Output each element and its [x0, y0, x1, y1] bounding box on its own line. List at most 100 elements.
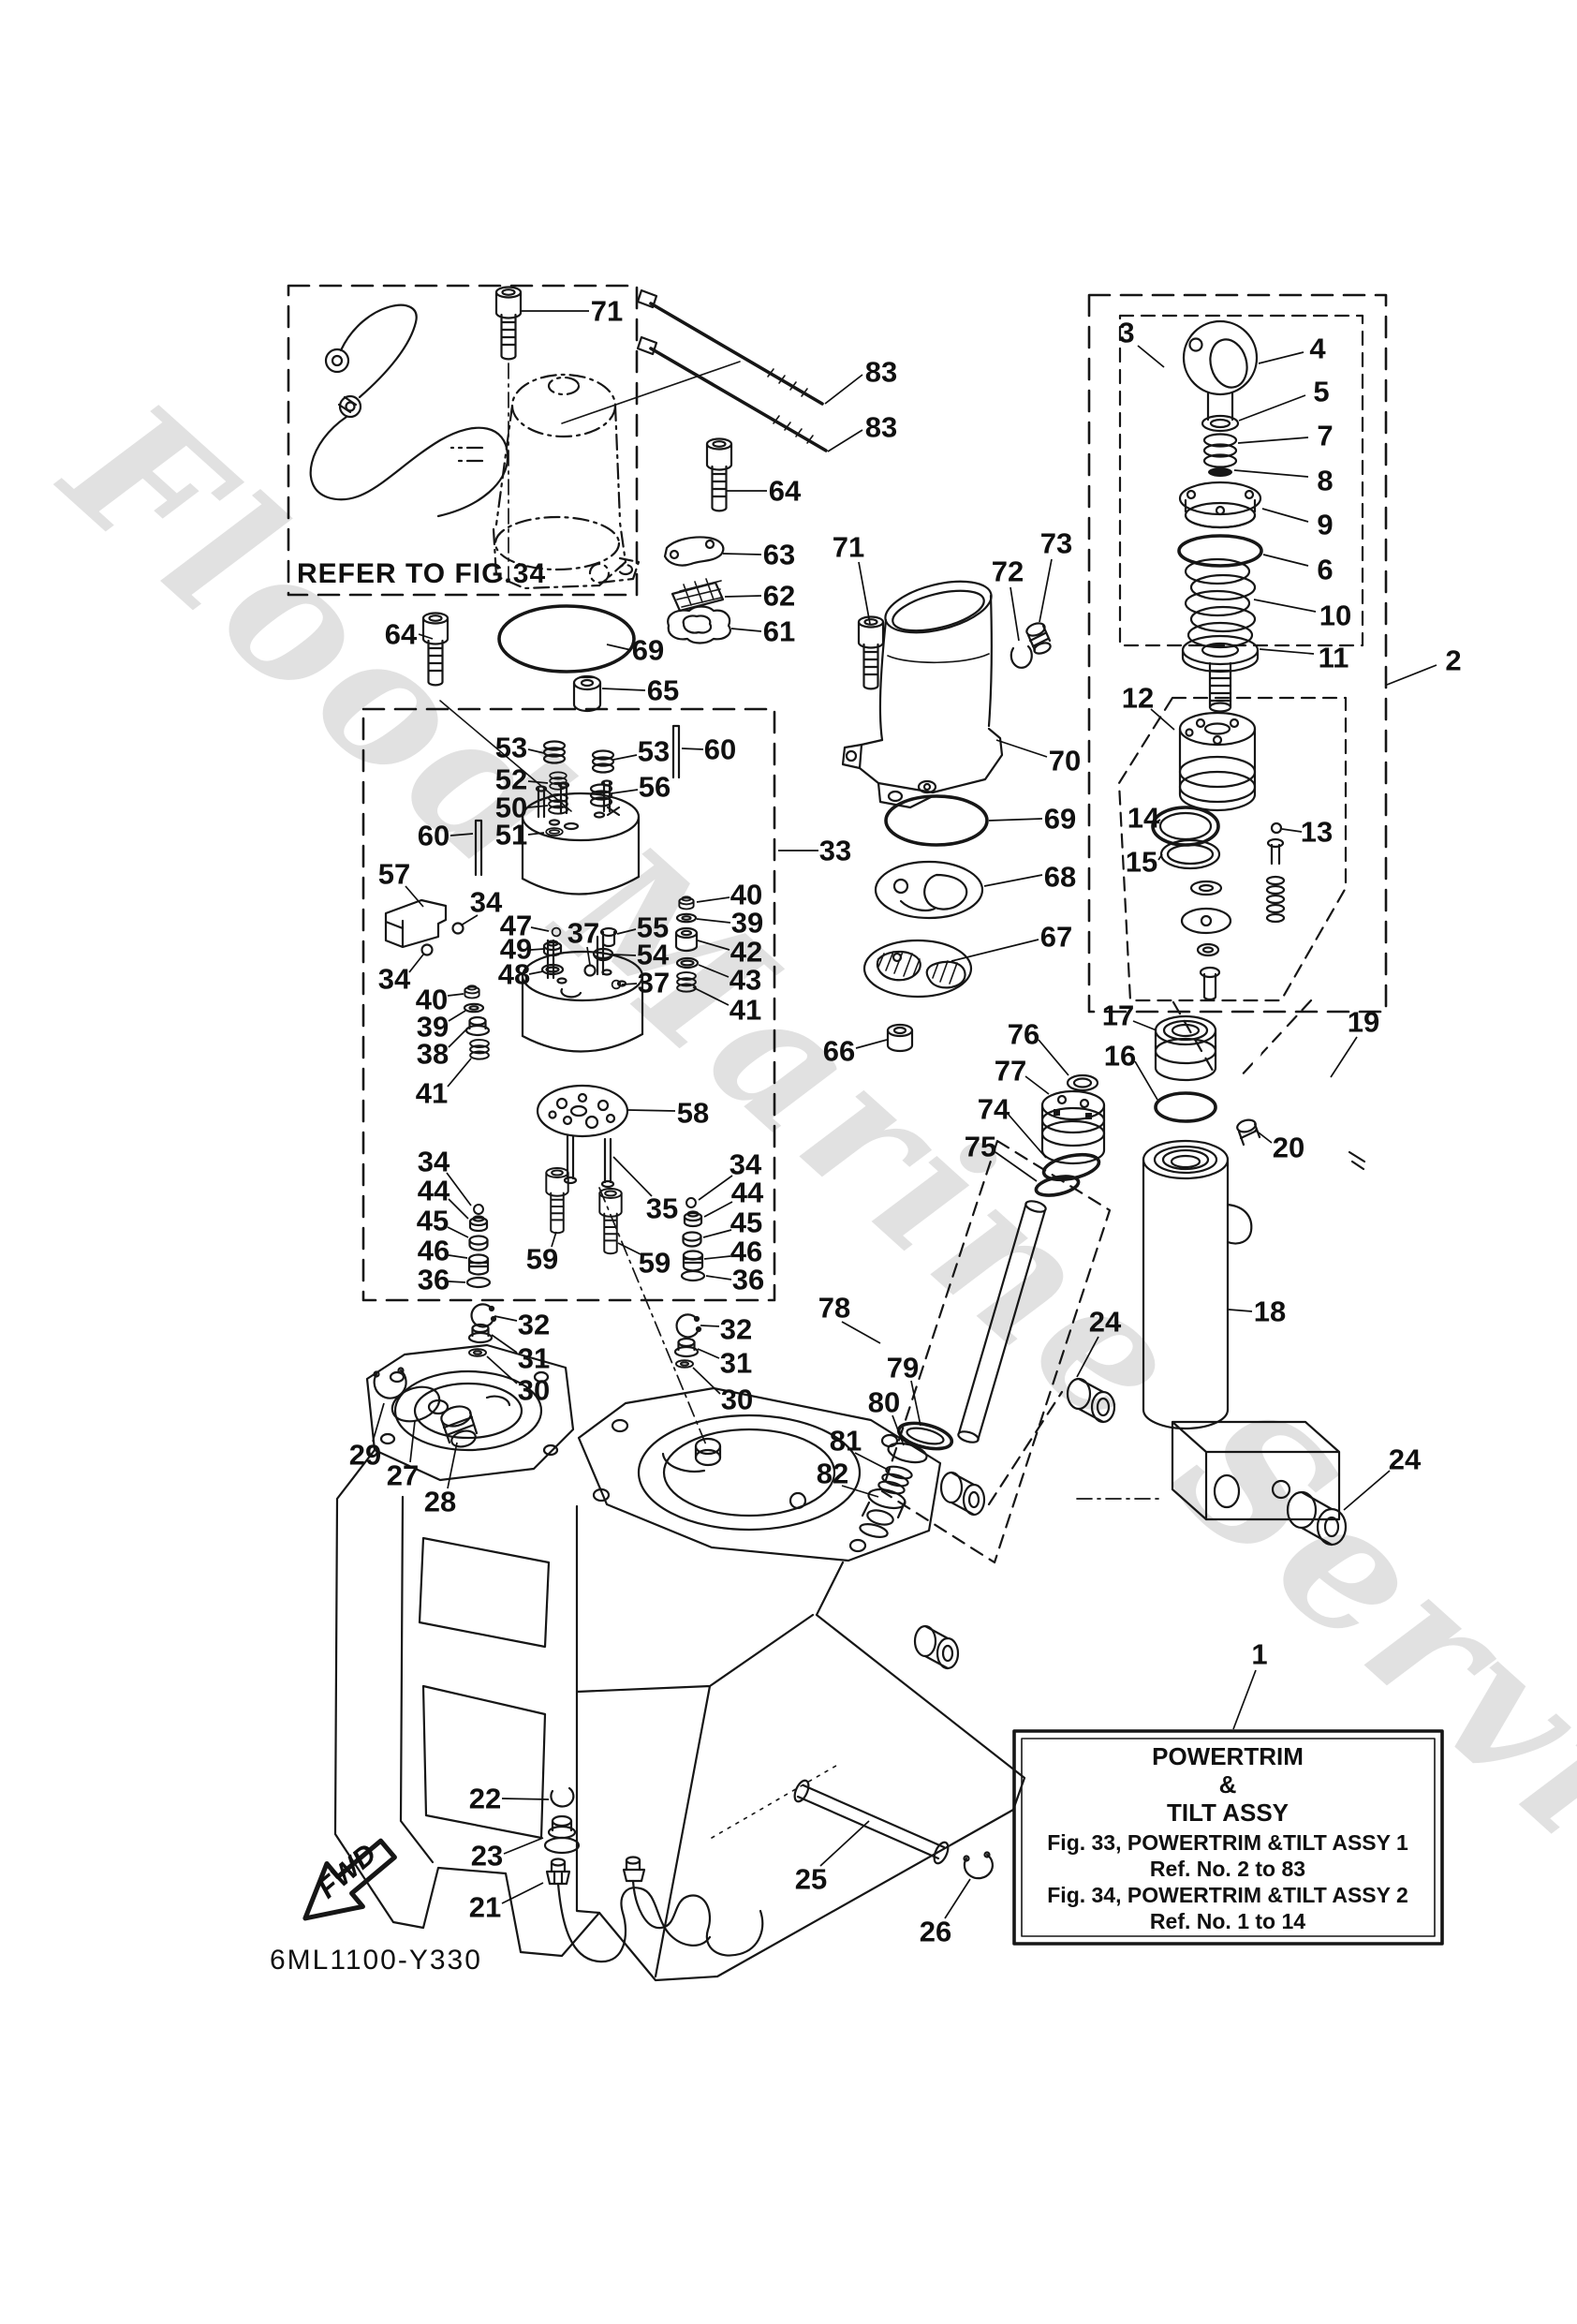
callout-15: 15	[1126, 846, 1157, 879]
callout-20: 20	[1273, 1132, 1304, 1164]
callout-leader-18	[1228, 1309, 1253, 1312]
callout-leader-67	[951, 939, 1039, 962]
callout-79: 79	[887, 1352, 919, 1384]
callout-8: 8	[1317, 465, 1333, 497]
oil-pipe-19	[1236, 1025, 1371, 1171]
callout-22: 22	[469, 1783, 501, 1815]
callout-leader-40	[696, 896, 730, 903]
callout-44: 44	[418, 1175, 450, 1207]
callout-leader-52	[527, 780, 549, 784]
hose-bosses	[913, 1471, 986, 1670]
callout-31: 31	[720, 1347, 752, 1380]
callout-64: 64	[385, 618, 418, 651]
callout-72: 72	[992, 555, 1024, 588]
callout-leader-1	[1232, 1669, 1257, 1730]
callout-12: 12	[1122, 682, 1154, 715]
callout-26: 26	[920, 1916, 951, 1948]
callout-leader-50	[527, 805, 549, 808]
callout-leader-9	[1261, 508, 1309, 523]
callout-59: 59	[639, 1247, 671, 1280]
callout-leader-15	[1157, 853, 1163, 861]
callout-55: 55	[637, 911, 669, 944]
callout-leader-32	[700, 1325, 720, 1327]
info-box-title-line: POWERTRIM	[1152, 1742, 1304, 1770]
callout-24: 24	[1089, 1306, 1122, 1339]
callout-65: 65	[647, 674, 679, 707]
callout-35: 35	[646, 1192, 678, 1225]
dashed-boxes	[287, 284, 1388, 1564]
manifold-box-12	[1117, 696, 1348, 1002]
callout-leader-48	[528, 970, 544, 975]
callout-leader-16	[1134, 1060, 1158, 1101]
callout-leader-77	[1024, 1075, 1050, 1095]
callout-70: 70	[1049, 745, 1081, 777]
pump-top-small-parts	[497, 536, 731, 713]
callout-59: 59	[526, 1243, 558, 1276]
pump-assy-box-33	[361, 707, 776, 1302]
callout-leader-36	[705, 1275, 732, 1280]
callout-leader-28	[447, 1442, 458, 1489]
callout-leader-41	[692, 986, 730, 1006]
callout-leader-37	[586, 946, 591, 966]
callout-leader-23	[503, 1837, 544, 1855]
callout-40: 40	[416, 984, 448, 1016]
callout-leader-44	[448, 1198, 469, 1220]
callout-leader-34	[460, 914, 479, 926]
callout-leader-7	[1237, 437, 1309, 444]
trim-mount-parts-left	[373, 1204, 497, 1448]
callout-leader-14	[1152, 819, 1161, 825]
callout-leader-66	[855, 1039, 888, 1049]
callout-leader-49	[530, 948, 545, 951]
callout-13: 13	[1301, 816, 1333, 849]
callout-leader-21	[501, 1882, 544, 1904]
callout-leader-38	[448, 1027, 469, 1048]
callout-leader-30	[486, 1355, 518, 1384]
callout-82: 82	[817, 1458, 848, 1490]
callout-leader-6	[1262, 554, 1309, 567]
callout-leader-74	[1008, 1114, 1047, 1159]
callout-leader-45	[702, 1229, 732, 1238]
callout-19: 19	[1348, 1006, 1379, 1039]
manifold-subassy	[1151, 711, 1286, 1001]
info-box	[1012, 1729, 1444, 1946]
callout-leader-34	[446, 1172, 472, 1206]
housing-bracket	[333, 1343, 1026, 1982]
callout-21: 21	[469, 1891, 501, 1924]
callout-78: 78	[818, 1292, 850, 1325]
callout-leader-51	[527, 832, 545, 836]
callout-leader-45	[447, 1226, 469, 1238]
callout-25: 25	[795, 1863, 827, 1896]
callout-leader-59	[551, 1231, 557, 1248]
callout-leader-36	[448, 1280, 466, 1283]
callout-leader-11	[1259, 648, 1315, 655]
callout-leader-53	[527, 748, 545, 754]
callout-48: 48	[498, 958, 530, 991]
callout-46: 46	[730, 1236, 762, 1268]
callout-leader-24	[1343, 1470, 1391, 1511]
callout-16: 16	[1104, 1040, 1136, 1073]
callout-18: 18	[1254, 1295, 1286, 1328]
callout-leader-60	[450, 833, 474, 836]
callout-leader-46	[448, 1254, 468, 1259]
callout-leader-69	[606, 644, 632, 651]
tilt-rod-box-3	[1118, 314, 1364, 647]
callout-5: 5	[1313, 376, 1329, 408]
callout-leader-17	[1132, 1020, 1157, 1031]
callout-50: 50	[495, 792, 527, 824]
callout-80: 80	[868, 1386, 900, 1419]
callout-39: 39	[417, 1011, 449, 1044]
callout-leader-60	[681, 748, 704, 750]
info-box-detail-line: Ref. No. 1 to 14	[1150, 1909, 1305, 1933]
callout-leader-20	[1254, 1129, 1273, 1144]
drawing-code: 6ML1100-Y330	[270, 1945, 482, 1976]
callout-leader-73	[1039, 558, 1053, 623]
info-box-title-line: &	[1219, 1770, 1237, 1799]
callout-leader-47	[530, 926, 550, 932]
callout-leader-8	[1233, 469, 1309, 478]
callout-34: 34	[418, 1146, 450, 1178]
callout-83: 83	[865, 411, 897, 444]
callout-29: 29	[349, 1439, 381, 1472]
info-box-title-line: TILT ASSY	[1167, 1799, 1289, 1827]
callout-34: 34	[470, 886, 503, 919]
callout-74: 74	[978, 1093, 1010, 1126]
